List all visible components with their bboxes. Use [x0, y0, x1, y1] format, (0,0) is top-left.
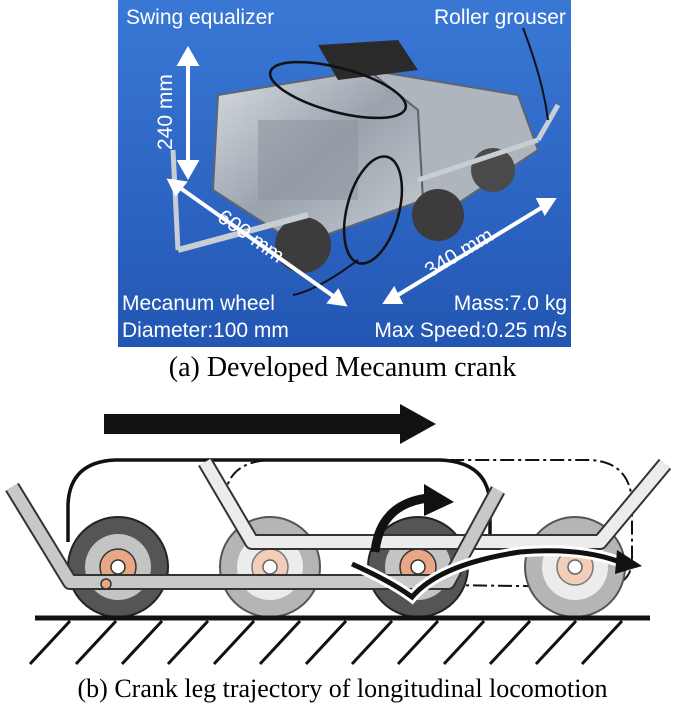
label-swing-equalizer: Swing equalizer: [126, 6, 274, 29]
label-wheel-diameter: Diameter:100 mm: [122, 319, 289, 342]
wheel-callout-line: [292, 259, 359, 296]
trajectory-arrow: [349, 545, 642, 605]
caption-b: (b) Crank leg trajectory of longitudinal…: [77, 674, 608, 703]
leg-pivot: [100, 578, 112, 590]
label-mass: Mass:7.0 kg: [454, 292, 567, 315]
body-outline: [66, 458, 492, 542]
label-height: 240 mm: [154, 74, 177, 150]
wheel-1: [67, 516, 169, 618]
wheel-2: [219, 516, 321, 618]
grouser-callout-line: [522, 27, 549, 121]
direction-arrow: [104, 404, 436, 444]
label-max-speed: Max Speed:0.25 m/s: [374, 319, 567, 342]
width-arrow: [391, 203, 548, 300]
rotation-arrow: [370, 484, 454, 553]
dimension-arrows: [166, 45, 557, 307]
equalizer-highlight-ellipse: [268, 60, 408, 120]
label-mecanum-wheel: Mecanum wheel: [122, 292, 275, 315]
wheel-highlight-ellipse: [342, 155, 404, 265]
robot-photo: Swing equalizer Roller grouser 240 mm 60…: [118, 0, 571, 347]
caption-a: (a) Developed Mecanum crank: [168, 352, 517, 383]
trajectory-diagram: [5, 404, 672, 666]
ground: [28, 615, 650, 666]
robot-body: [170, 27, 561, 296]
label-roller-grouser: Roller grouser: [434, 6, 566, 29]
length-arrow: [174, 183, 338, 300]
